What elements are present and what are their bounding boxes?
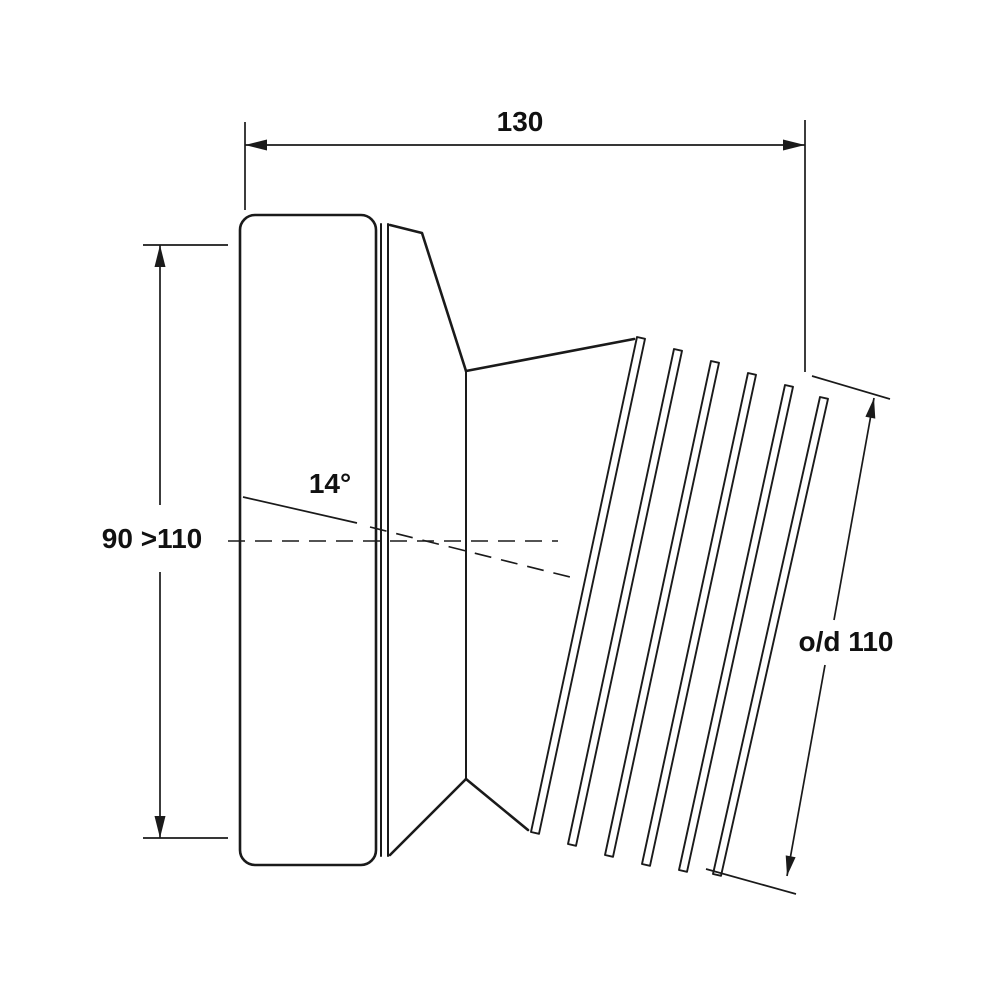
extension-line bbox=[811, 375, 891, 400]
taper-section bbox=[388, 223, 468, 857]
rib bbox=[678, 384, 794, 873]
inlet-cup bbox=[238, 213, 378, 867]
arrowhead-upper bbox=[865, 398, 876, 419]
rib bbox=[604, 360, 720, 858]
angle-annotation: 14° bbox=[228, 468, 579, 580]
pipe-section bbox=[464, 337, 636, 832]
arrowhead-lower bbox=[785, 855, 796, 876]
arrowhead-up bbox=[154, 245, 166, 267]
extension-line bbox=[705, 868, 797, 895]
angle-label: 14° bbox=[309, 468, 351, 499]
inlet-dimension: 90 >110 bbox=[102, 244, 228, 839]
rib bbox=[530, 336, 646, 835]
inlet-diameter-label: 90 >110 bbox=[102, 523, 202, 554]
width-dimension: 130 bbox=[244, 106, 806, 372]
dimension-line bbox=[786, 664, 826, 877]
arrowhead-left bbox=[245, 139, 267, 151]
outlet-dimension: o/d 110 bbox=[705, 375, 894, 895]
flange bbox=[380, 223, 389, 857]
outlet-diameter-label: o/d 110 bbox=[799, 626, 894, 657]
angle-ray bbox=[242, 496, 358, 524]
arrowhead-down bbox=[154, 816, 166, 838]
rib bbox=[712, 396, 829, 877]
finned-outlet bbox=[530, 336, 829, 877]
width-dimension-label: 130 bbox=[497, 106, 544, 137]
rib bbox=[641, 372, 757, 867]
centerline-angled bbox=[369, 526, 579, 580]
connector-body bbox=[238, 213, 829, 877]
dimension-line bbox=[833, 397, 875, 621]
rib bbox=[567, 348, 683, 847]
arrowhead-right bbox=[783, 139, 805, 151]
